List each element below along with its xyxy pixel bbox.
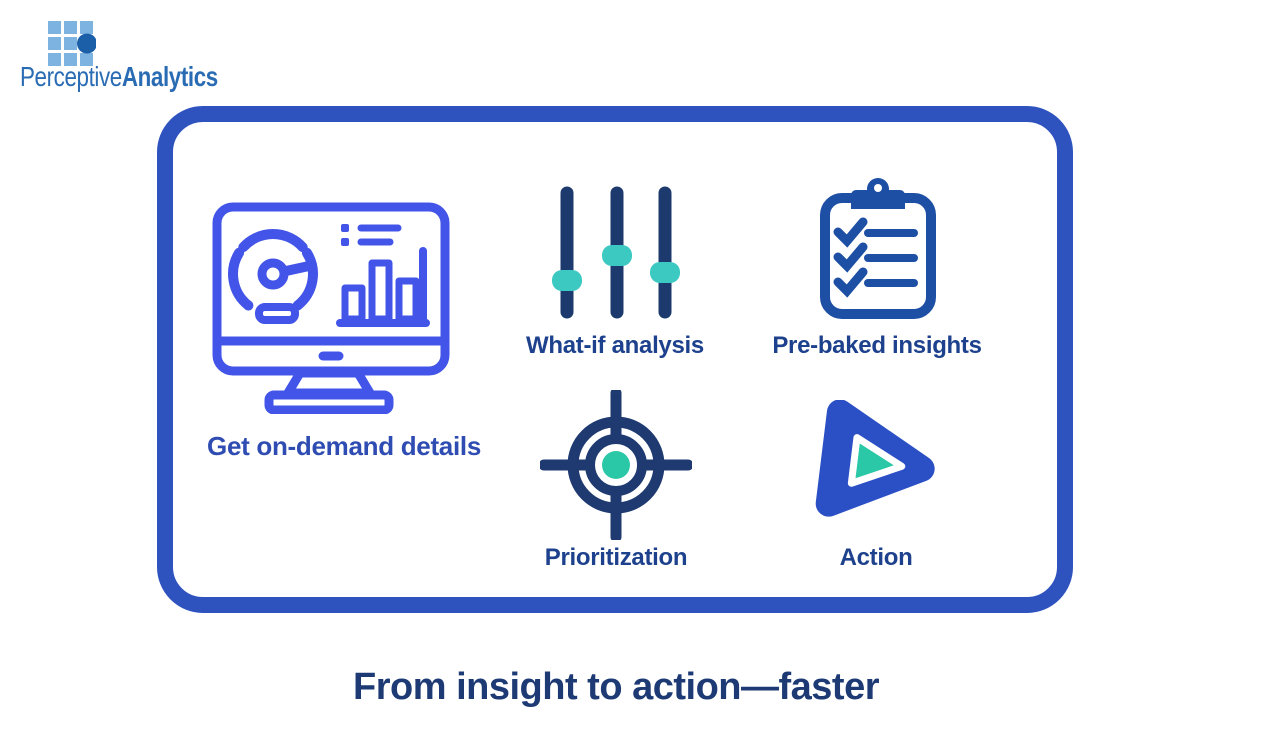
grid-dots-logo-icon [48,21,96,66]
feature-label-action: Action [839,544,913,571]
tagline: From insight to action—faster [353,666,879,708]
feature-label-what-if-analysis: What-if analysis [526,332,704,359]
feature-label-pre-baked-insights: Pre-baked insights [772,332,982,359]
brand-name: PerceptiveAnalytics [20,62,218,92]
brand-name-regular: Perceptive [20,61,122,92]
feature-label-prioritization: Prioritization [544,544,688,571]
sliders-icon [552,186,680,319]
dashboard-monitor-icon [212,202,450,414]
target-icon [540,390,692,540]
feature-label-get-on-demand-details: Get on-demand details [207,431,481,461]
checklist-clipboard-icon [820,178,936,319]
brand-name-bold: Analytics [121,61,218,92]
play-icon [815,400,935,517]
